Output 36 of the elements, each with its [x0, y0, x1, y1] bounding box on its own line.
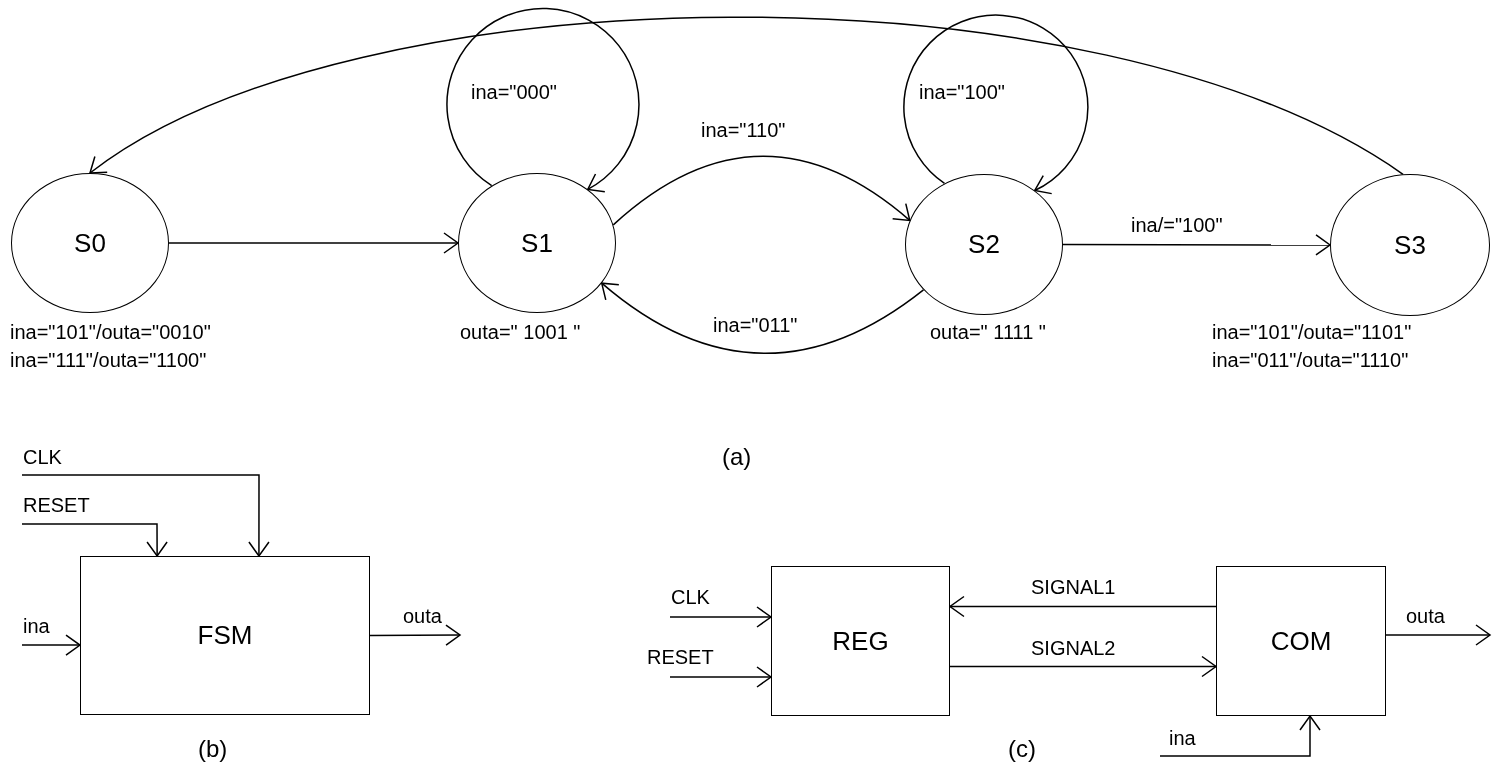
state-output-text: ina="101"/outa="0010" [10, 320, 211, 345]
node-label: REG [832, 624, 889, 658]
arrow [168, 232, 459, 254]
arrow [21, 634, 81, 656]
arrow [369, 624, 461, 646]
node-label: S0 [74, 226, 106, 260]
arrow [1159, 715, 1321, 757]
arrow [1385, 624, 1491, 646]
state-output-text: outa=" 1001 " [460, 320, 581, 345]
block-box [1216, 566, 1386, 716]
node-label: FSM [197, 619, 253, 652]
state-output-text: ina="011"/outa="1110" [1212, 348, 1410, 373]
panel-label: (a) [722, 443, 752, 471]
arrow [446, 7, 640, 192]
node-label: S3 [1394, 228, 1426, 262]
node-label: S1 [521, 226, 553, 260]
arrow [612, 155, 911, 226]
arrow [21, 474, 270, 557]
arrow [89, 16, 1404, 175]
panel-label: (c) [1008, 735, 1036, 763]
arrow [21, 523, 168, 557]
arrow [669, 666, 772, 688]
arrow [1062, 234, 1331, 256]
arrow [669, 606, 772, 628]
state-output-text: ina="111"/outa="1100" [10, 348, 208, 373]
node-label: S2 [968, 228, 1000, 261]
node-label: COM [1270, 624, 1332, 658]
arrow [949, 655, 1217, 678]
state-output-text: outa=" 1111 " [930, 320, 1046, 345]
arrow [600, 282, 925, 354]
state-output-text: ina="101"/outa="1101" [1212, 320, 1412, 345]
block-box [80, 556, 370, 715]
arrow [903, 14, 1089, 194]
block-box [771, 566, 950, 716]
arrow [949, 595, 1217, 618]
panel-label: (b) [198, 735, 228, 763]
